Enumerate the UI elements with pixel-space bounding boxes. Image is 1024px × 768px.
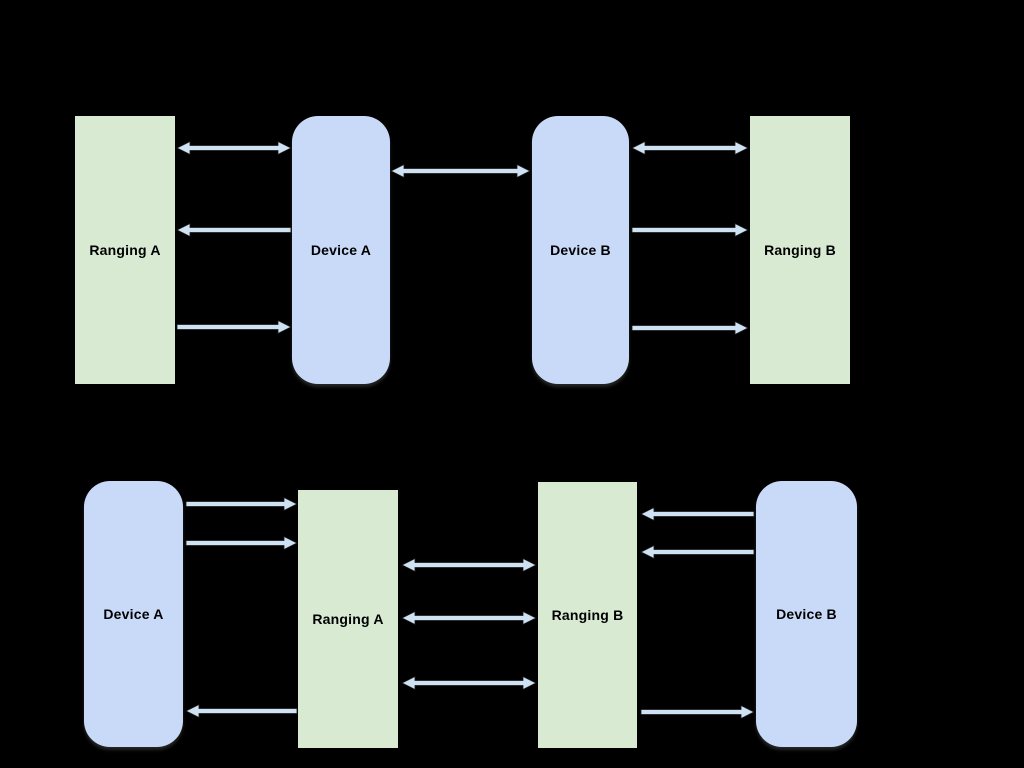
box-bottom-device-b: Device B — [756, 481, 857, 747]
arrow-left — [640, 544, 755, 560]
arrow-right — [631, 222, 749, 238]
arrow-right — [185, 535, 298, 551]
arrow-left — [640, 506, 755, 522]
box-label-top-ranging-a: Ranging A — [89, 242, 161, 258]
box-top-device-a: Device A — [292, 116, 390, 384]
arrow-both — [390, 163, 531, 179]
box-label-bottom-ranging-a: Ranging A — [312, 611, 384, 627]
arrow-both — [401, 557, 537, 573]
box-label-top-device-a: Device A — [310, 242, 372, 258]
arrow-left — [185, 703, 298, 719]
box-label-bottom-device-b: Device B — [776, 606, 837, 622]
box-top-ranging-a: Ranging A — [75, 116, 175, 384]
box-bottom-ranging-a: Ranging A — [298, 490, 398, 748]
arrow-left — [176, 222, 292, 238]
arrow-right — [176, 319, 292, 335]
arrow-right — [631, 320, 749, 336]
box-bottom-device-a: Device A — [84, 481, 183, 747]
box-label-bottom-device-a: Device A — [103, 606, 164, 622]
box-label-top-device-b: Device B — [550, 242, 611, 258]
arrow-right — [185, 496, 298, 512]
arrow-both — [401, 675, 537, 691]
arrow-both — [631, 140, 749, 156]
box-label-top-ranging-b: Ranging B — [764, 242, 836, 258]
box-top-device-b: Device B — [532, 116, 629, 384]
box-label-bottom-ranging-b: Ranging B — [551, 607, 624, 623]
box-top-ranging-b: Ranging B — [750, 116, 850, 384]
arrow-right — [640, 704, 755, 720]
box-bottom-ranging-b: Ranging B — [538, 482, 637, 748]
arrow-both — [401, 610, 537, 626]
arrow-both — [176, 140, 292, 156]
